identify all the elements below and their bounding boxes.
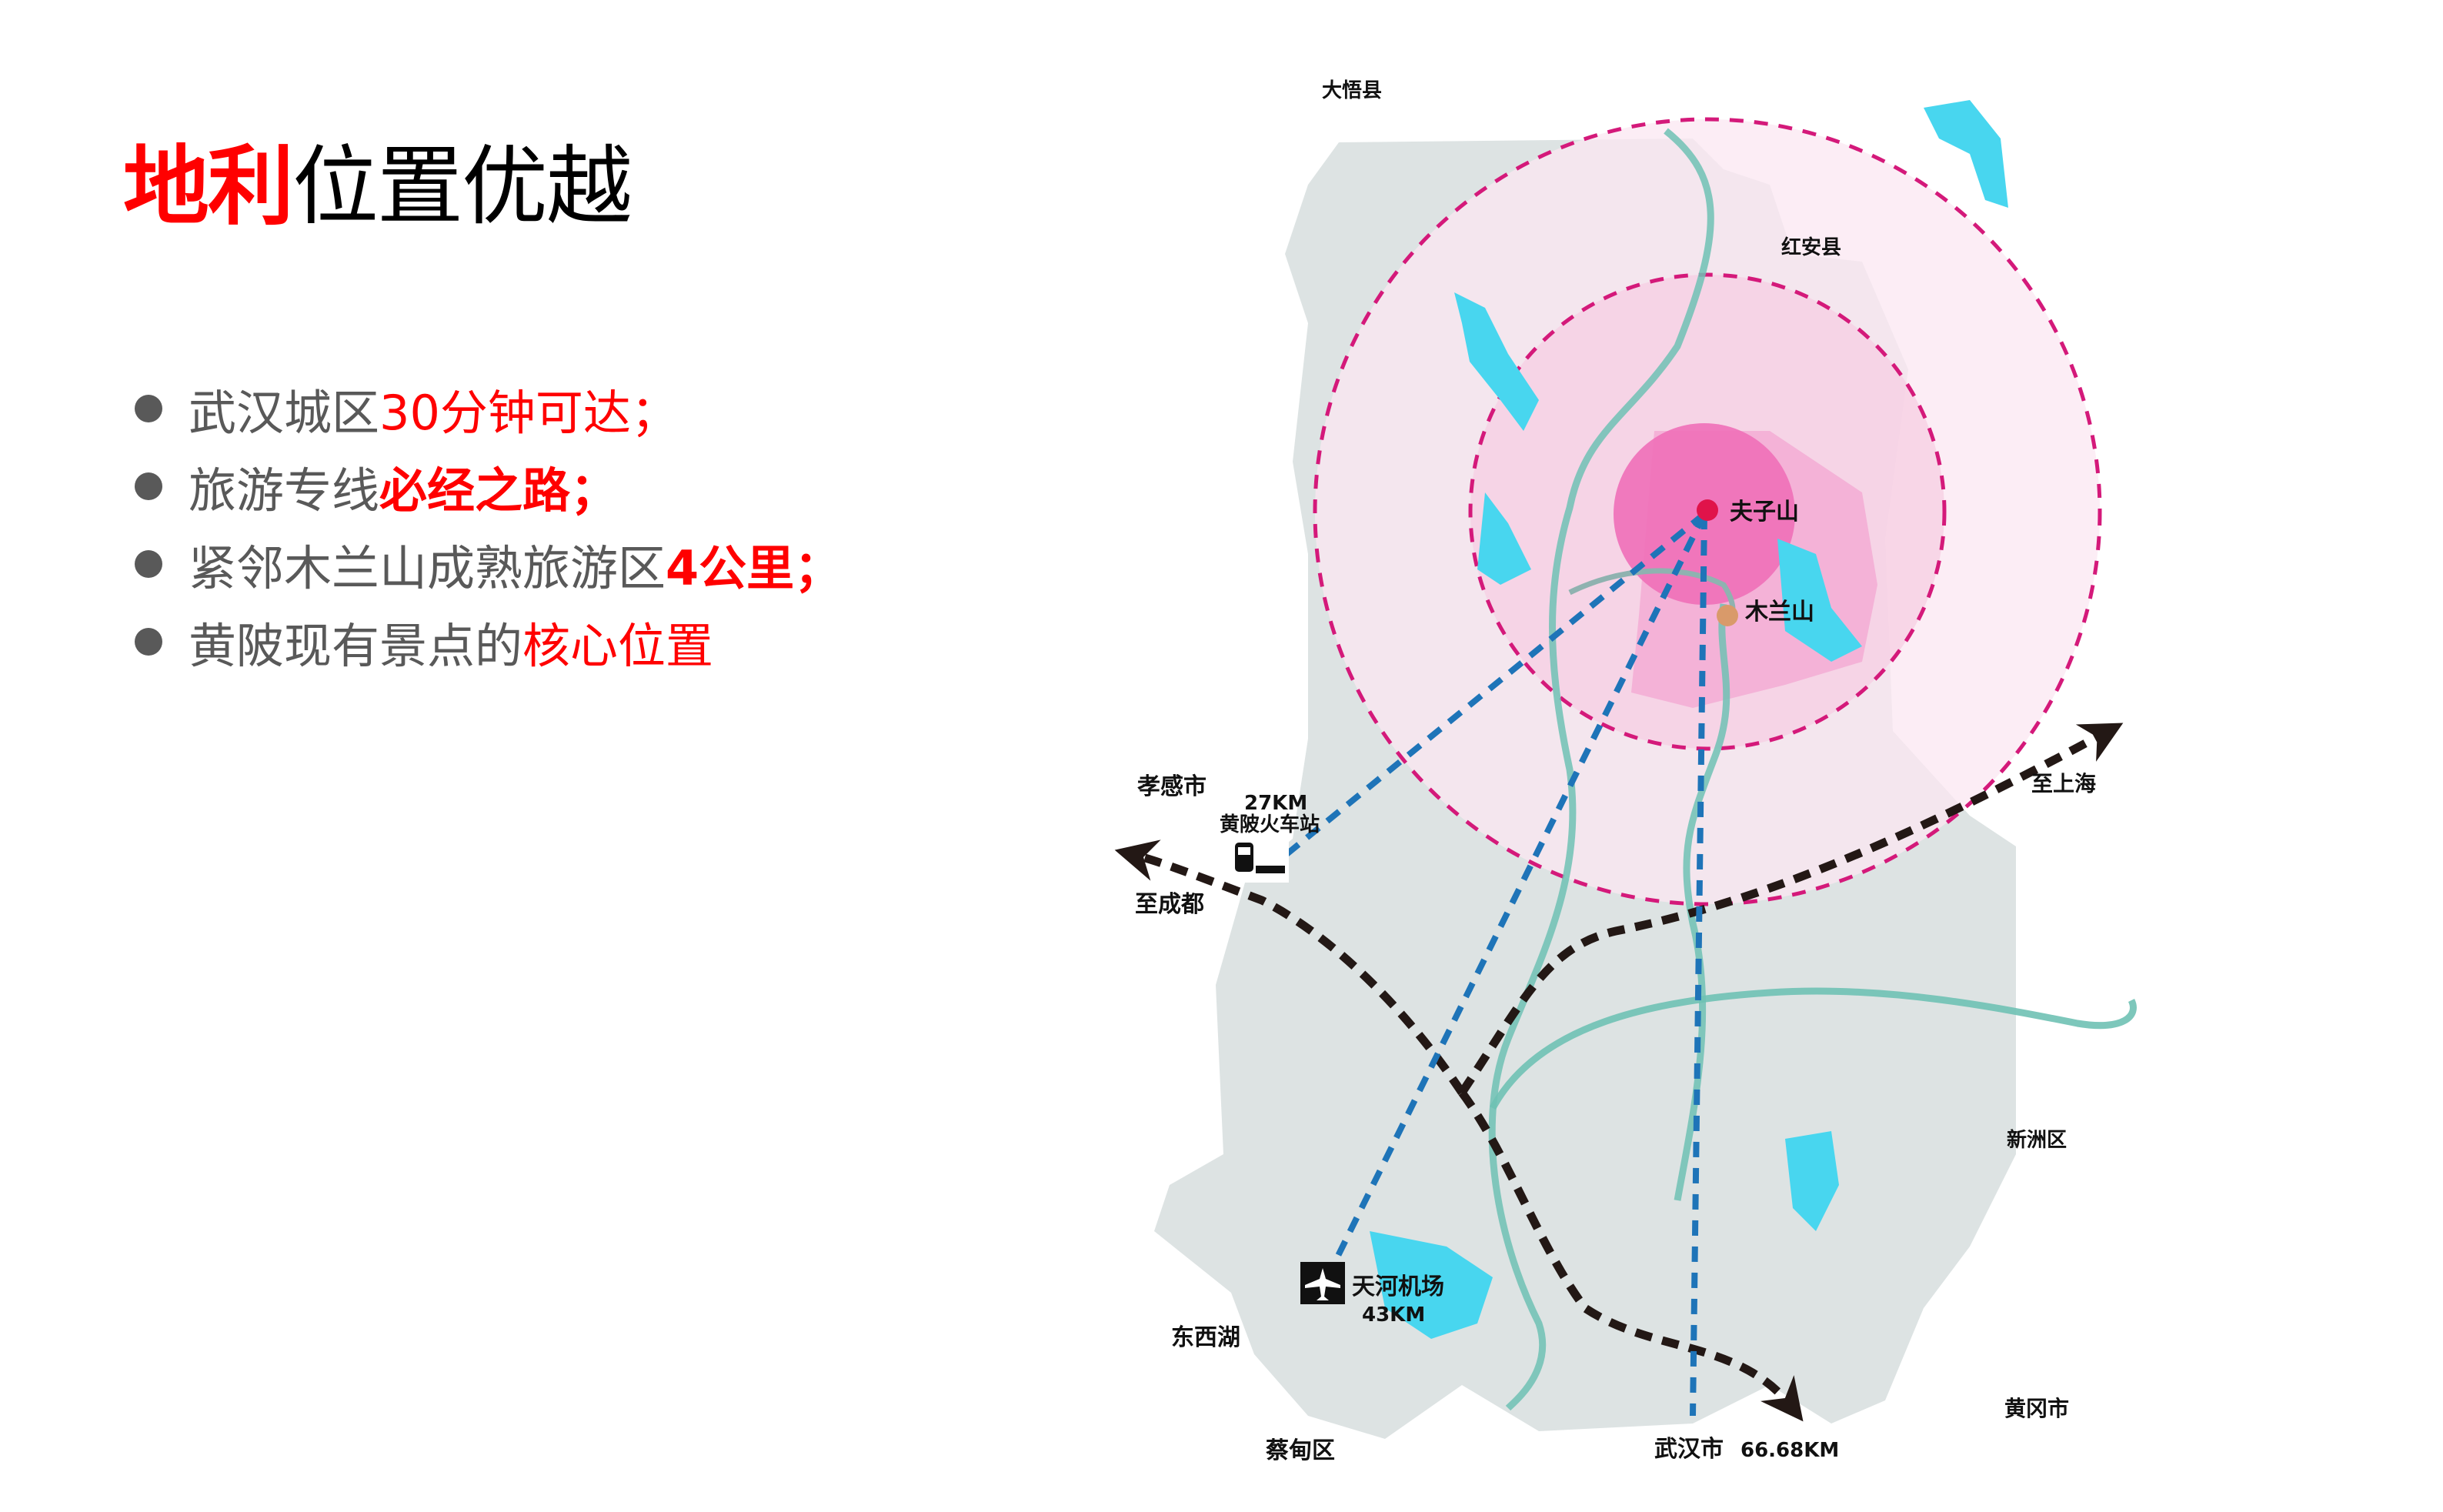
bullet-text: 旅游专线 bbox=[189, 462, 380, 519]
label-airport-name: 天河机场 bbox=[1352, 1273, 1444, 1300]
label-station-distance: 27KM bbox=[1244, 792, 1307, 815]
bullet-text: 紧邻木兰山成熟旅游区 bbox=[189, 539, 666, 596]
label-shanghai: 至上海 bbox=[2031, 771, 2096, 796]
bullet-dot-icon bbox=[135, 472, 162, 500]
label-airport-distance: 43KM bbox=[1362, 1303, 1425, 1327]
route-to-airport bbox=[1332, 512, 1707, 1263]
rail-to-chengdu bbox=[1114, 839, 1466, 1096]
bullet-item: 黄陂现有景点的核心位置 bbox=[135, 602, 842, 680]
river bbox=[1674, 603, 1730, 1201]
bullet-emphasis: 30分钟可达； bbox=[379, 384, 679, 441]
label-station-name: 黄陂火车站 bbox=[1220, 813, 1320, 836]
bullet-item: 旅游专线必经之路； bbox=[135, 447, 842, 525]
route-to-wuhan bbox=[1690, 513, 1707, 1417]
bullet-emphasis: 必经之路； bbox=[379, 462, 619, 519]
route-to-station bbox=[1275, 511, 1707, 865]
lake bbox=[1454, 292, 1539, 431]
page-title: 地利位置优越 bbox=[123, 137, 632, 237]
label-center: 夫子山 bbox=[1730, 499, 1799, 526]
bullet-emphasis: 核心位置 bbox=[522, 617, 714, 674]
lake bbox=[1777, 539, 1862, 662]
label-chengdu: 至成都 bbox=[1135, 891, 1204, 918]
bullet-emphasis: 4公里； bbox=[666, 539, 843, 596]
bullet-dot-icon bbox=[135, 394, 162, 422]
label-mulan: 木兰山 bbox=[1744, 599, 1814, 626]
lake bbox=[1924, 100, 2008, 208]
center-point-dot bbox=[1697, 499, 1718, 521]
label-hongan: 红安县 bbox=[1781, 235, 1841, 259]
lake bbox=[1370, 1231, 1493, 1339]
river bbox=[1488, 128, 1714, 1411]
bullet-dot-icon bbox=[135, 627, 162, 656]
label-xiaogan: 孝感市 bbox=[1137, 773, 1206, 800]
river bbox=[1490, 987, 2137, 1110]
label-huanggang: 黄冈市 bbox=[2004, 1396, 2069, 1421]
label-dawu: 大悟县 bbox=[1322, 79, 1382, 102]
label-caidian: 蔡甸区 bbox=[1266, 1437, 1335, 1464]
bullet-text: 黄陂现有景点的 bbox=[189, 617, 523, 674]
bullet-dot-icon bbox=[135, 549, 162, 578]
rail-to-shanghai bbox=[1458, 723, 2124, 1096]
title-rest: 位置优越 bbox=[292, 137, 632, 237]
bullet-text: 武汉城区 bbox=[189, 384, 380, 441]
train-icon bbox=[1227, 835, 1289, 883]
label-wuhan-name: 武汉市 bbox=[1654, 1436, 1724, 1463]
label-wuhan-distance: 66.68KM bbox=[1740, 1439, 1839, 1462]
title-highlight: 地利 bbox=[123, 137, 294, 237]
lake bbox=[1785, 1131, 1839, 1231]
label-dongxihu: 东西湖 bbox=[1171, 1324, 1240, 1351]
label-xinzhou: 新洲区 bbox=[2007, 1128, 2067, 1152]
airplane-icon bbox=[1300, 1262, 1345, 1304]
mulan-point-dot bbox=[1717, 605, 1738, 626]
lake bbox=[1477, 492, 1531, 585]
